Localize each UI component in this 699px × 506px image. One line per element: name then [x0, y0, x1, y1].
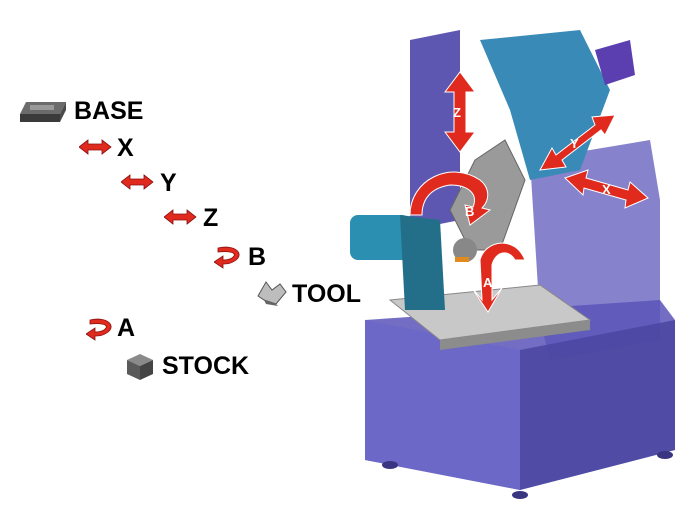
machine-label-x: X — [602, 182, 611, 197]
b-axis-arrow — [409, 171, 492, 226]
machine-label-b: B — [465, 204, 474, 219]
spindle — [453, 238, 477, 262]
tree-label-tool: TOOL — [292, 280, 361, 308]
tree-label-base: BASE — [74, 97, 144, 125]
machine-label-z: Z — [453, 105, 461, 120]
b-rotary-arrow-icon — [214, 246, 240, 269]
a-rotary-arrow-icon — [86, 318, 112, 341]
z-linear-arrow-icon — [164, 209, 197, 225]
machine-label-a: A — [483, 275, 493, 290]
tree-label-stock: STOCK — [162, 352, 250, 380]
z-axis-arrow — [444, 71, 476, 153]
enclosure-front — [365, 320, 520, 490]
tool-icon — [257, 281, 287, 306]
y-axis-arrow — [539, 114, 616, 171]
tree-label-z: Z — [203, 204, 219, 232]
machine-label-y: Y — [570, 136, 579, 151]
enclosure-side — [520, 320, 675, 490]
a-axis-motor — [350, 215, 410, 260]
a-axis-housing — [400, 215, 445, 310]
base-icon — [20, 102, 66, 122]
x-axis-arrow — [564, 169, 649, 209]
tree-label-b: B — [248, 243, 267, 271]
tree-label-x: X — [117, 134, 134, 162]
tree-label-a: A — [117, 314, 136, 342]
motor-block — [595, 40, 635, 85]
table-edge — [440, 320, 590, 350]
y-linear-arrow-icon — [121, 174, 154, 190]
cutting-tool — [455, 257, 469, 262]
x-linear-arrow-icon — [79, 139, 112, 155]
machine-illustration: Z Y X B A — [350, 30, 675, 499]
a-axis-arrow — [469, 242, 526, 313]
tree-label-y: Y — [160, 169, 177, 197]
stock-cube-icon — [127, 354, 153, 380]
